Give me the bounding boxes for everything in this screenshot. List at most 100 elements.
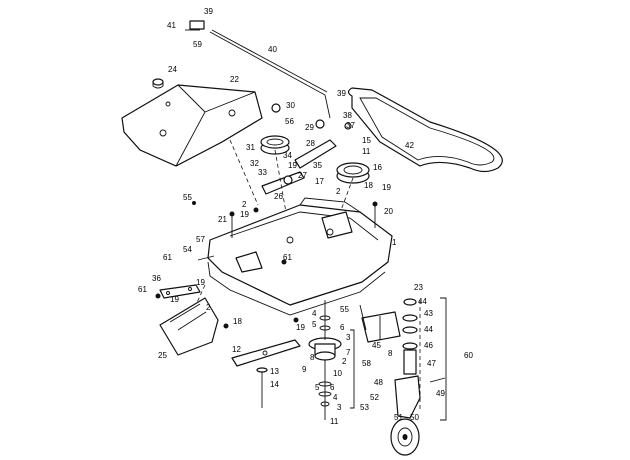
callout: 6 — [340, 323, 345, 332]
pulley-16 — [336, 162, 370, 184]
callout: 4 — [312, 309, 317, 318]
callout: 39 — [337, 89, 346, 98]
callout: 44 — [418, 297, 427, 306]
callout: 18 — [233, 317, 242, 326]
callout: 10 — [333, 369, 342, 378]
callout: 55 — [183, 193, 192, 202]
callout: 42 — [405, 141, 414, 150]
callout: 60 — [464, 351, 473, 360]
callout: 20 — [384, 207, 393, 216]
callout: 19 — [288, 161, 297, 170]
callout: 30 — [286, 101, 295, 110]
callout: 14 — [270, 380, 279, 389]
cover-knob — [152, 78, 164, 89]
callout: 21 — [218, 215, 227, 224]
callout: 40 — [268, 45, 277, 54]
caster-fork — [394, 375, 421, 419]
callout: 31 — [246, 143, 255, 152]
caster-wheel — [390, 418, 420, 456]
callout: 11 — [362, 147, 371, 156]
callout: 45 — [372, 341, 381, 350]
callout: 16 — [373, 163, 382, 172]
spindle-assembly — [308, 300, 342, 420]
callout: 5 — [315, 383, 320, 392]
callout: 2 — [206, 303, 211, 312]
callout: 9 — [302, 365, 307, 374]
callout: 23 — [414, 283, 423, 292]
callout: 3 — [346, 333, 351, 342]
callout: 46 — [424, 341, 433, 350]
callout: 41 — [167, 21, 176, 30]
callout: 18 — [364, 181, 373, 190]
pulley-31 — [260, 135, 290, 155]
blade — [231, 339, 301, 367]
callout: 36 — [152, 274, 161, 283]
callout: 47 — [427, 359, 436, 368]
callout: 19 — [296, 323, 305, 332]
callout: 61 — [283, 253, 292, 262]
callout: 24 — [168, 65, 177, 74]
callout: 13 — [270, 367, 279, 376]
callout: 57 — [196, 235, 205, 244]
callout: 61 — [138, 285, 147, 294]
lift-rod — [185, 20, 331, 119]
callout: 17 — [315, 177, 324, 186]
callout: 35 — [313, 161, 322, 170]
group-bracket-58 — [350, 329, 355, 409]
callout: 4 — [333, 393, 338, 402]
callout: 34 — [283, 151, 292, 160]
callout: 2 — [242, 200, 247, 209]
callout: 28 — [306, 139, 315, 148]
callout: 5 — [312, 320, 317, 329]
callout: 52 — [370, 393, 379, 402]
callout: 32 — [250, 159, 259, 168]
callout: 7 — [346, 348, 351, 357]
callout: 19 — [170, 295, 179, 304]
callout: 19 — [382, 183, 391, 192]
callout: 15 — [362, 136, 371, 145]
callout: 53 — [360, 403, 369, 412]
callout: 19 — [196, 278, 205, 287]
callout: 43 — [424, 309, 433, 318]
deck-housing — [207, 197, 393, 316]
callout: 2 — [336, 187, 341, 196]
callout: 26 — [274, 192, 283, 201]
callout: 3 — [337, 403, 342, 412]
callout: 44 — [424, 325, 433, 334]
callout: 55 — [340, 305, 349, 314]
callout: 29 — [305, 123, 314, 132]
callout-labels: 39 41 59 40 24 22 30 56 29 39 38 37 31 2… — [138, 7, 473, 426]
chute-bracket — [159, 284, 201, 299]
deck-cover — [121, 84, 263, 167]
callout: 49 — [436, 389, 445, 398]
callout: 19 — [240, 210, 249, 219]
callout: 37 — [346, 121, 355, 130]
hardware-bolts — [155, 201, 446, 383]
callout: 1 — [392, 238, 397, 247]
callout: 54 — [183, 245, 192, 254]
callout: 2 — [342, 357, 347, 366]
callout: 27 — [298, 171, 307, 180]
callout: 33 — [258, 168, 267, 177]
callout: 8 — [310, 353, 315, 362]
caster-bracket — [361, 311, 401, 343]
v-belt — [347, 87, 503, 173]
blade-bolt — [256, 367, 268, 408]
caster-stack — [402, 298, 418, 375]
callout: 38 — [343, 111, 352, 120]
callout: 50 — [410, 413, 419, 422]
callout: 22 — [230, 75, 239, 84]
callout: 59 — [193, 40, 202, 49]
callout: 61 — [163, 253, 172, 262]
idler-arm — [261, 103, 352, 195]
callout: 39 — [204, 7, 213, 16]
callout: 51 — [394, 413, 403, 422]
callout: 8 — [388, 349, 393, 358]
group-bracket-60 — [440, 297, 447, 421]
callout: 12 — [232, 345, 241, 354]
callout: 56 — [285, 117, 294, 126]
callout: 58 — [362, 359, 371, 368]
callout: 11 — [330, 417, 339, 426]
callout: 6 — [330, 383, 335, 392]
